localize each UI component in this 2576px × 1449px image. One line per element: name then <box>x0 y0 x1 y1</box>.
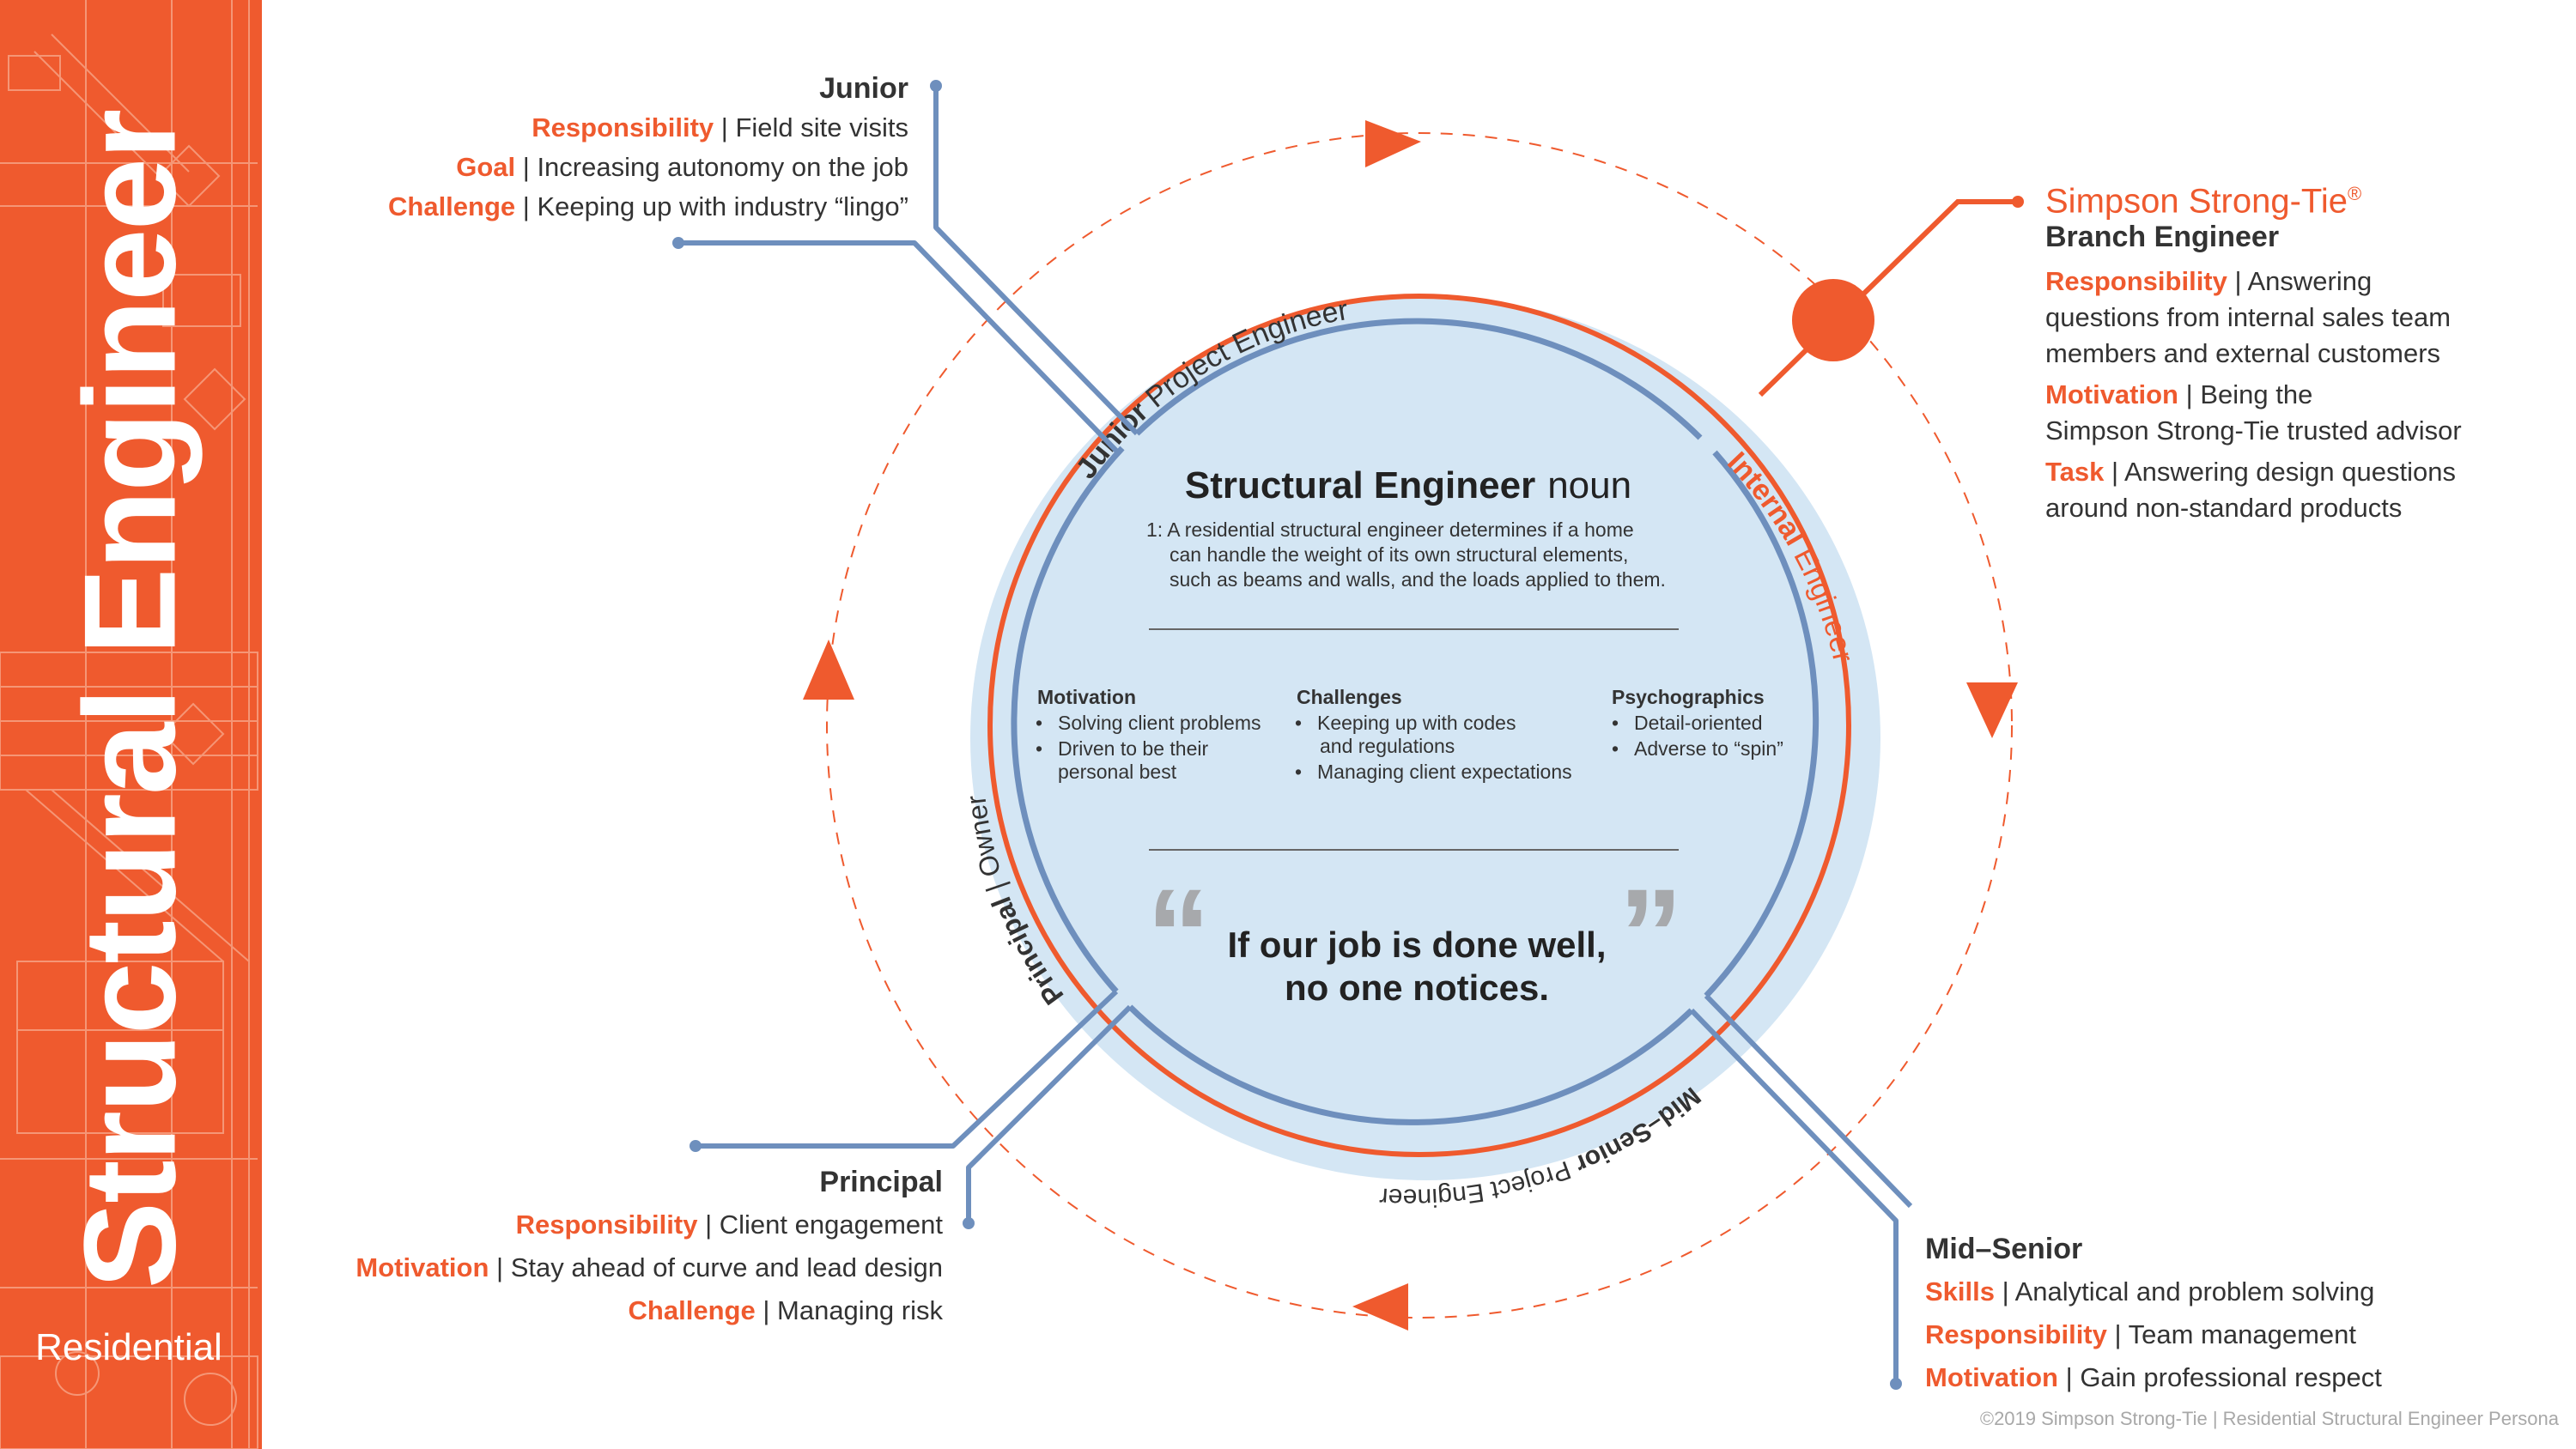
column-item: and regulations <box>1320 735 1455 757</box>
blueprint-pattern <box>0 0 258 1449</box>
connector-principal-inner <box>966 1004 1133 1223</box>
connector-mid-senior-outer <box>1704 993 1913 1209</box>
quote-line-1: If our job is done well, <box>1227 925 1606 965</box>
inner-arc-right <box>1704 450 1820 998</box>
persona-row: Goal | Increasing autonomy on the job <box>456 152 908 182</box>
definition-line-1: 1: A residential structural engineer det… <box>1146 518 1634 541</box>
quote-line-2: no one notices. <box>1285 967 1549 1008</box>
definition-line-3: such as beams and walls, and the loads a… <box>1170 568 1666 591</box>
cycle-arrow-top <box>1365 120 1421 167</box>
bullet: • <box>1612 737 1619 760</box>
column-item: Keeping up with codes <box>1317 712 1516 734</box>
bullet: • <box>1036 737 1042 760</box>
persona-mid-senior: Mid–Senior Skills | Analytical and probl… <box>1925 1228 2382 1399</box>
bullet: • <box>1036 712 1042 734</box>
cycle-arrow-right <box>1966 682 2018 738</box>
bullet: • <box>1295 712 1302 734</box>
center-circle <box>970 296 1880 1180</box>
cycle-arrow-bottom <box>1352 1283 1408 1331</box>
sidebar: Structural Engineer Residential <box>0 0 262 1449</box>
connector-end-dot <box>672 237 684 249</box>
connector-mid-senior-inner <box>1689 1008 1899 1384</box>
persona-heading: Junior <box>819 72 908 105</box>
persona-row: Responsibility | Client engagement <box>515 1210 943 1240</box>
connector-end-dot <box>2012 196 2024 208</box>
inner-arc-left <box>1011 446 1125 994</box>
cycle-dashed-ring <box>826 132 2013 1319</box>
persona-row: Challenge | Keeping up with industry “li… <box>388 191 908 221</box>
inner-arc-bottom <box>1127 1004 1694 1125</box>
column-item: Managing client expectations <box>1317 761 1572 783</box>
definition-line-2: can handle the weight of its own structu… <box>1170 543 1628 566</box>
persona-branch: Simpson Strong-Tie® Branch Engineer Resp… <box>2045 176 2462 526</box>
inner-arc-top <box>1134 318 1703 440</box>
persona-row: Responsibility | Field site visits <box>532 112 908 142</box>
copyright: ©2019 Simpson Strong-Tie | Residential S… <box>1979 1408 2559 1429</box>
persona-row: Skills | Analytical and problem solving <box>1925 1276 2375 1307</box>
connector-junior-outer <box>933 86 1139 436</box>
persona-junior: Junior Responsibility | Field site visit… <box>388 69 908 227</box>
column-title-psychographics: Psychographics <box>1612 686 1765 708</box>
connector-end-dot <box>930 80 942 92</box>
persona-heading: Principal <box>819 1166 943 1198</box>
column-item: Adverse to “spin” <box>1634 737 1783 760</box>
brand-name: Simpson Strong-Tie® <box>2045 182 2362 221</box>
column-item: Detail-oriented <box>1634 712 1763 734</box>
branch-node <box>1792 279 1874 361</box>
bullet: • <box>1295 761 1302 783</box>
column-item: Solving client problems <box>1058 712 1261 734</box>
cycle-arrow-left <box>803 640 854 700</box>
connector-end-dot <box>963 1217 975 1229</box>
close-quote-mark: ” <box>1619 862 1683 1006</box>
sidebar-subtitle: Residential <box>35 1326 222 1368</box>
persona-row: Responsibility | Team management <box>1925 1319 2356 1349</box>
orange-ring <box>987 294 1851 1157</box>
column-title-motivation: Motivation <box>1037 686 1136 708</box>
connector-junior-inner <box>678 240 1119 453</box>
persona-heading: Branch Engineer <box>2045 221 2280 254</box>
column-item: personal best <box>1058 761 1177 783</box>
open-quote-mark: “ <box>1146 862 1211 1006</box>
column-item: Driven to be their <box>1058 737 1208 760</box>
persona-row: Motivation | Gain professional respect <box>1925 1362 2382 1392</box>
persona-principal: Principal Responsibility | Client engage… <box>355 1161 943 1332</box>
connector-principal-outer <box>696 989 1119 1149</box>
persona-row: Challenge | Managing risk <box>628 1295 943 1325</box>
column-title-challenges: Challenges <box>1297 686 1402 708</box>
bullet: • <box>1612 712 1619 734</box>
persona-heading: Mid–Senior <box>1925 1233 2083 1265</box>
connector-end-dot <box>1890 1378 1902 1390</box>
persona-row: Motivation | Stay ahead of curve and lea… <box>355 1252 943 1282</box>
connector-end-dot <box>690 1140 702 1152</box>
